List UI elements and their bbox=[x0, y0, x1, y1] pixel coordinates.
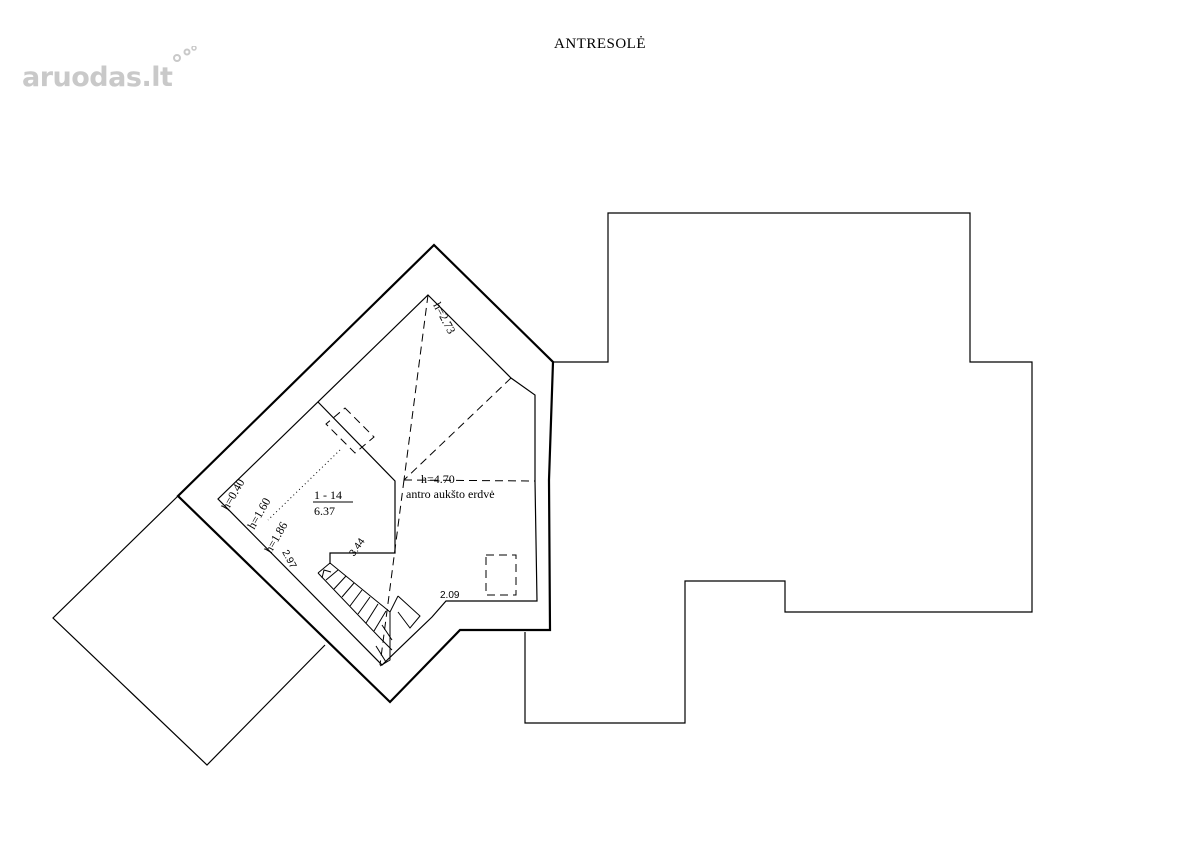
room-number: 1 - 14 bbox=[314, 488, 342, 502]
neighbor-building-outline bbox=[524, 212, 1033, 724]
inner-wall bbox=[217, 294, 538, 666]
stair-arrow-icon bbox=[321, 569, 332, 579]
label-height-center: h=4.70 bbox=[421, 472, 455, 486]
logo-house-icon bbox=[173, 46, 197, 62]
staircase bbox=[317, 562, 421, 667]
dimension-297: 2.97 bbox=[279, 548, 298, 571]
logo-name: aruodas bbox=[22, 62, 142, 93]
logo-text: aruodas.lt bbox=[22, 62, 173, 93]
hip-line bbox=[403, 377, 512, 481]
ridge-line-lower bbox=[379, 479, 405, 666]
dimension-209: 2.09 bbox=[440, 590, 460, 601]
slope-line bbox=[267, 449, 341, 521]
center-line bbox=[403, 479, 536, 482]
label-height-ridge: h=2.73 bbox=[430, 300, 458, 336]
logo-suffix: .lt bbox=[141, 62, 173, 93]
partition-wall bbox=[317, 401, 396, 564]
label-height-160: h=1.60 bbox=[244, 495, 273, 531]
page-title: ANTRESOLĖ bbox=[554, 36, 646, 52]
outer-wall bbox=[176, 243, 555, 704]
chimney-outline bbox=[325, 407, 375, 454]
skylight-outline bbox=[485, 554, 517, 596]
label-second-floor-space: antro aukšto erdvė bbox=[406, 487, 495, 501]
room-area: 6.37 bbox=[314, 504, 335, 518]
ridge-line bbox=[403, 294, 429, 481]
terrace-outline bbox=[52, 495, 326, 766]
aruodas-logo: aruodas.lt bbox=[22, 46, 202, 98]
dimension-344: 3.44 bbox=[347, 536, 367, 559]
